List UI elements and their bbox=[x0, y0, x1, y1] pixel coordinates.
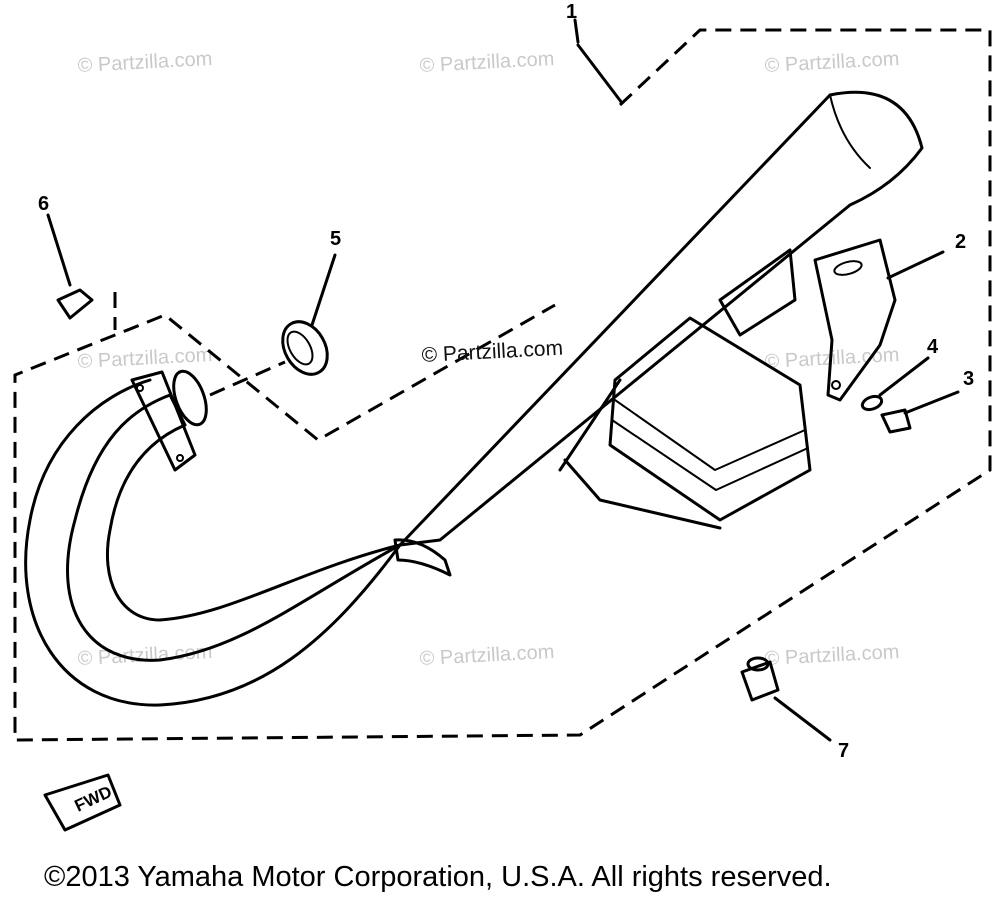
assembly-outline bbox=[13, 28, 992, 742]
gasket-guide bbox=[209, 360, 286, 397]
leader-line-1 bbox=[573, 18, 580, 44]
silencer-box-edge bbox=[558, 378, 622, 472]
header-pipe bbox=[24, 378, 402, 707]
watermark: © Partzilla.com bbox=[77, 344, 213, 373]
gasket-hole bbox=[286, 330, 314, 366]
muffler bbox=[393, 90, 924, 577]
callout-6: 6 bbox=[38, 193, 49, 215]
bracket-slot bbox=[833, 260, 863, 276]
watermark: © Partzilla.com bbox=[77, 641, 213, 670]
damper-top bbox=[746, 656, 770, 672]
leader-lines bbox=[46, 18, 960, 742]
bracket-bolt-hole bbox=[831, 380, 841, 390]
callout-1: 1 bbox=[566, 1, 577, 23]
muffler-body bbox=[398, 90, 924, 547]
muffler-end-cap bbox=[829, 94, 871, 169]
hex-bolt-head bbox=[880, 408, 912, 434]
fwd-arrow: FWD bbox=[43, 773, 122, 832]
lock-washer-ring bbox=[860, 394, 884, 412]
flange-bolt-hole bbox=[136, 384, 144, 392]
silencer-box-body bbox=[608, 316, 812, 522]
gasket-ring bbox=[281, 320, 329, 376]
header-pipe-outer bbox=[24, 378, 402, 707]
silencer-box-seam bbox=[611, 419, 809, 491]
leader-line-5 bbox=[310, 253, 337, 327]
silencer-box-base bbox=[563, 458, 722, 530]
watermark: © Partzilla.com bbox=[77, 48, 213, 77]
silencer-box bbox=[558, 248, 812, 530]
rubber-damper bbox=[740, 656, 780, 702]
lock-washer bbox=[860, 394, 884, 412]
muffler-assembly-boundary bbox=[13, 28, 992, 742]
leader-line-4 bbox=[878, 356, 930, 397]
leader-line-7 bbox=[773, 696, 832, 742]
silencer-box-seam bbox=[614, 399, 806, 471]
hex-bolt bbox=[880, 408, 912, 434]
callout-7: 7 bbox=[838, 740, 849, 762]
mounting-tab bbox=[718, 248, 797, 337]
exhaust-flange-plate bbox=[130, 370, 197, 472]
callout-5: 5 bbox=[330, 228, 341, 250]
exhaust-port-ring bbox=[172, 369, 208, 427]
callout-4: 4 bbox=[927, 336, 939, 358]
watermark: © Partzilla.com bbox=[419, 641, 555, 670]
stud-bolt bbox=[56, 288, 94, 320]
pipe-joint-collar bbox=[393, 538, 452, 577]
callout-3: 3 bbox=[963, 368, 974, 390]
damper-body bbox=[740, 660, 780, 702]
watermark-center: © Partzilla.com bbox=[421, 337, 564, 367]
callout-labels: 2 3 4 5 6 7 bbox=[38, 193, 974, 762]
exhaust-flange bbox=[130, 369, 208, 472]
gasket bbox=[281, 320, 329, 376]
watermark: © Partzilla.com bbox=[419, 48, 555, 77]
stud-bolt-body bbox=[56, 288, 94, 320]
copyright-notice: ©2013 Yamaha Motor Corporation, U.S.A. A… bbox=[44, 861, 832, 893]
muffler-bracket bbox=[813, 238, 897, 402]
leader-line-6 bbox=[46, 213, 72, 287]
leader-line-1 bbox=[576, 43, 624, 105]
leader-line-3 bbox=[903, 390, 960, 415]
flange-bolt-hole bbox=[176, 454, 184, 462]
leader-line-2 bbox=[886, 250, 945, 280]
watermark: © Partzilla.com bbox=[764, 641, 900, 670]
header-pipe-bend bbox=[66, 393, 402, 662]
callout-2: 2 bbox=[955, 231, 966, 253]
fwd-arrow-body bbox=[43, 773, 122, 832]
bracket-plate bbox=[813, 238, 897, 402]
watermark: © Partzilla.com bbox=[764, 48, 900, 77]
